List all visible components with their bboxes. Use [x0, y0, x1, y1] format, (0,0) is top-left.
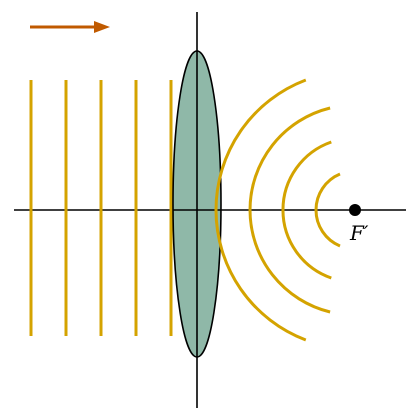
outgoing-wavefront — [281, 140, 332, 280]
focal-point-label: F′ — [349, 221, 369, 245]
incoming-wavefronts — [29, 80, 173, 336]
outgoing-wavefront — [248, 106, 331, 314]
outgoing-wavefront — [214, 78, 307, 342]
outgoing-wavefronts — [214, 78, 341, 342]
propagation-arrow-icon — [30, 21, 110, 33]
focal-point — [349, 204, 361, 216]
outgoing-wavefront — [314, 172, 341, 248]
